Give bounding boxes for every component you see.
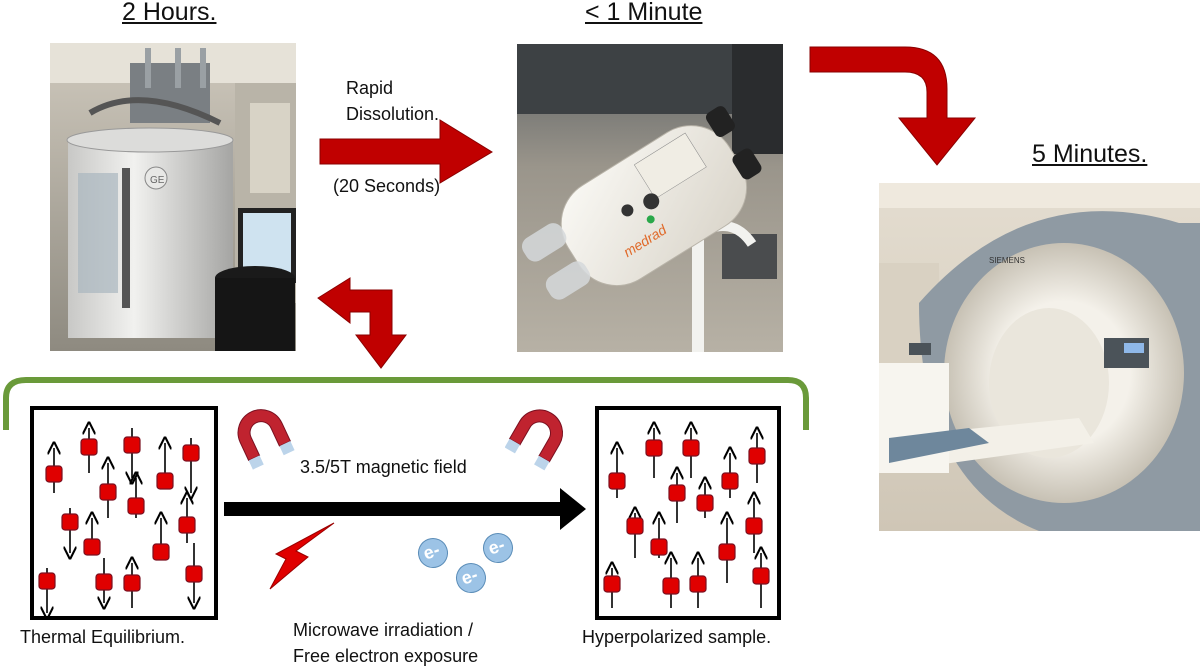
spin-particle [645,439,663,457]
spin-particle [45,465,63,483]
process-arrow [224,488,586,530]
electron-symbol: e- [485,534,508,559]
cycle-arrow [317,277,408,369]
spin-particle [745,517,763,535]
spin-particle [80,438,98,456]
spin-particle [95,573,113,591]
spin-particle [127,497,145,515]
irradiation-label-line2: Free electron exposure [293,646,479,666]
dissolution-label-line1: Rapid [346,78,394,98]
spin-particle [182,444,200,462]
polarizer-brand-logo: GE [150,175,165,186]
spin-particle [152,543,170,561]
electron-symbol: e- [420,539,443,564]
transfer-arrow [809,46,977,166]
spin-particle [123,574,141,592]
spin-particle [689,575,707,593]
microwave-lightning-icon [269,522,335,590]
hyperpolarized-spin-array [603,408,770,608]
spin-particle [38,572,56,590]
polarizer-photo: GE [50,43,296,351]
scan-time-heading: 5 Minutes. [1032,140,1148,168]
injector-photo: medrad [517,44,783,352]
spin-particle [61,513,79,531]
spin-particle [178,516,196,534]
scanner-brand-logo: SIEMENS [989,256,1025,265]
spin-particle [83,538,101,556]
magnet-icon [237,409,295,470]
magnet-icon [505,409,563,471]
spin-particle [721,472,739,490]
spin-particle [185,565,203,583]
polarizer-time-heading: 2 Hours. [122,0,217,26]
spin-particle [608,472,626,490]
spin-particle [650,538,668,556]
spin-particle [668,484,686,502]
spin-particle [603,575,621,593]
thermal-equilibrium-label: Thermal Equilibrium. [20,627,186,647]
dissolution-arrow [319,119,493,184]
spin-particle [123,436,141,454]
irradiation-label-line1: Microwave irradiation / [293,620,474,640]
hyperpolarized-label: Hyperpolarized sample. [582,627,772,647]
mri-scanner-photo: SIEMENS [879,183,1200,531]
dissolution-duration: (20 Seconds) [333,176,441,196]
spin-particle [718,543,736,561]
spin-particle [662,577,680,595]
process-bracket [3,377,809,430]
spin-particle [748,447,766,465]
spin-particle [696,494,714,512]
transfer-time-heading: < 1 Minute [585,0,703,26]
spin-particle [99,483,117,501]
dissolution-label-line2: Dissolution. [346,104,440,124]
magnetic-field-label: 3.5/5T magnetic field [300,457,467,477]
spin-particle [752,567,770,585]
thermal-spin-array [38,408,203,618]
spin-particle [626,517,644,535]
spin-particle [156,472,174,490]
spin-particle [682,439,700,457]
electron-symbol: e- [458,564,481,589]
